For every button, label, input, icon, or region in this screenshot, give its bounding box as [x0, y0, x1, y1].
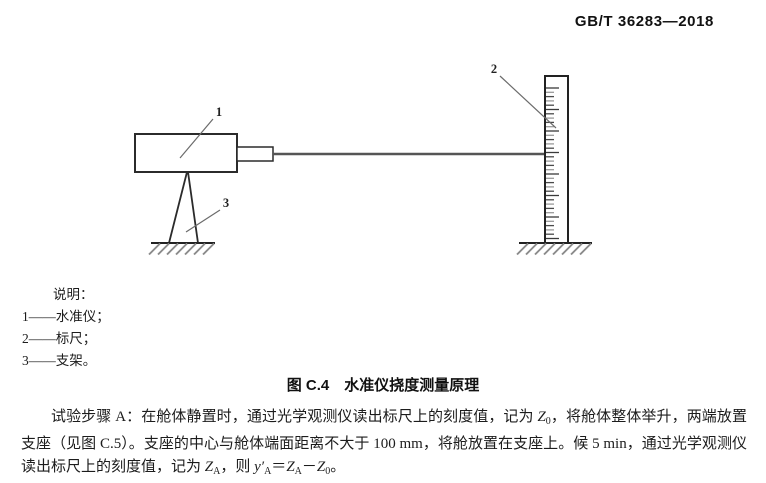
math-subscript: A [294, 466, 302, 477]
figure-legend: 说明： 1——水准仪； 2——标尺； 3——支架。 [22, 284, 110, 372]
text-segment-3: ，则 [220, 459, 255, 475]
text-segment-1: 试验步骤 A：在舱体静置时，通过光学观测仪读出标尺上的刻度值，记为 [51, 409, 538, 425]
ruler-tick-marks [546, 87, 559, 240]
leader-line-instrument [179, 118, 214, 159]
level-instrument-body [134, 133, 238, 173]
math-subscript: A [264, 466, 272, 477]
figure-diagram: 1 2 3 [134, 62, 592, 256]
ground-hatching-right [516, 242, 592, 256]
math-subscript: 0 [545, 416, 551, 427]
callout-label-stand: 3 [223, 196, 229, 210]
math-subscript: 0 [325, 466, 331, 477]
standard-number: GB/T 36283—2018 [574, 13, 714, 30]
callout-label-instrument: 1 [216, 105, 222, 119]
math-base: y′ [254, 459, 265, 475]
procedure-paragraph: 试验步骤 A：在舱体静置时，通过光学观测仪读出标尺上的刻度值，记为 Z0，将舱体… [21, 406, 747, 483]
level-eyepiece [236, 146, 274, 162]
callout-label-staff: 2 [491, 62, 497, 76]
minus-sign: － [301, 459, 317, 475]
ground-hatching-left [148, 242, 215, 256]
symbol-y-prime-a: y′A [254, 459, 272, 477]
text-segment-2: ，将舱体整体举升，两端放置支座（见图 C.5）。支座的中心与舱体端面距离不大于 … [21, 409, 747, 475]
leader-line-stand [185, 209, 221, 233]
equals-sign: ＝ [271, 459, 287, 475]
legend-item-stand: 3——支架。 [22, 353, 97, 368]
legend-item-instrument: 1——水准仪； [22, 309, 110, 324]
tripod-stand [168, 171, 199, 244]
text-segment-4: 。 [330, 459, 346, 475]
math-base: Z [204, 459, 214, 475]
symbol-z0-first: Z0 [537, 409, 551, 427]
symbol-za-first: ZA [204, 459, 221, 477]
leader-line-staff [499, 75, 557, 129]
math-base: Z [316, 459, 326, 475]
legend-title: 说明： [53, 287, 94, 302]
figure-caption: 图 C.4 水准仪挠度测量原理 [286, 377, 480, 394]
math-subscript: A [213, 466, 221, 477]
math-base: Z [286, 459, 295, 475]
symbol-za-second: ZA [286, 459, 302, 477]
math-base: Z [537, 409, 546, 425]
symbol-z0-second: Z0 [316, 459, 331, 477]
legend-item-staff: 2——标尺； [22, 331, 97, 346]
